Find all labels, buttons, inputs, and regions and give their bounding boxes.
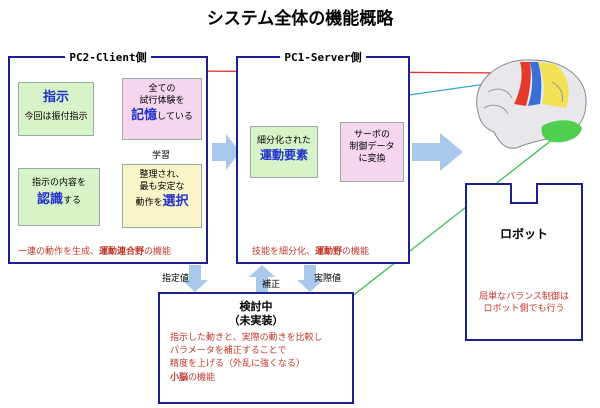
- arrow-correct-up: [249, 265, 275, 292]
- server-title: PC1-Server側: [280, 51, 366, 64]
- robot-box: ロボット 局単なバランス制御は ロボット側でも行う: [465, 183, 583, 341]
- review-bold: 小脳: [170, 373, 189, 383]
- select-box: 整理され、 最も安定な 動作を選択: [122, 164, 202, 228]
- recognize-big: 認識: [36, 192, 63, 208]
- server-caption: 技能を細分化、運動野の機能: [252, 247, 370, 257]
- select-big: 選択: [162, 194, 189, 210]
- element-big: 運動要素: [259, 148, 308, 163]
- review-line3: 精度を上げる（外乱に強くなる）: [170, 359, 306, 369]
- review-line2: パラメータを補正することで: [170, 346, 287, 356]
- learn-label: 学習: [152, 151, 171, 161]
- select-line3: 動作を: [135, 198, 163, 209]
- brain-icon: [476, 59, 587, 149]
- review-title1: 検討中: [239, 300, 273, 313]
- page-title: システム全体の機能概略: [206, 9, 394, 29]
- correct-label: 補正: [262, 280, 281, 290]
- command-label: 指定値: [162, 274, 190, 284]
- convert-line2: 制御データ: [349, 142, 395, 153]
- review-panel: 検討中 （未実装） 指示した動きと、実際の動きを比較し パラメータを補正すること…: [158, 292, 354, 404]
- arrow-command-down: [182, 265, 208, 292]
- client-panel: PC2-Client側 指示 今回は振付指示 全ての 試行体験を 記憶している …: [8, 51, 208, 264]
- instruct-box: 指示 今回は振付指示: [18, 82, 94, 136]
- convert-box: サーボの 制御データ に変換: [340, 122, 404, 182]
- robot-note2: ロボット側でも行う: [483, 304, 565, 314]
- review-line1: 指示した動きと、実際の動きを比較し: [170, 333, 323, 343]
- green-link: [329, 131, 563, 314]
- memory-big: 記憶: [131, 108, 158, 124]
- server-panel: PC1-Server側 細分化された 運動要素 サーボの 制御データ に変換 技…: [236, 51, 410, 264]
- arrow-server-to-robot: [412, 133, 463, 171]
- recognize-box: 指示の内容を 認識する: [18, 168, 100, 226]
- client-caption: 一連の動作を生成、運動連合野の機能: [18, 247, 172, 257]
- element-line1: 細分化された: [256, 136, 311, 146]
- convert-line1: サーボの: [353, 130, 390, 140]
- robot-label: ロボット: [499, 227, 548, 241]
- convert-line3: に変換: [358, 154, 386, 165]
- client-title: PC2-Client側: [65, 51, 151, 64]
- recognize-suffix: する: [63, 196, 82, 207]
- recognize-line1: 指示の内容を: [31, 178, 86, 188]
- memory-suffix: している: [157, 112, 193, 123]
- select-line2: 最も安定な: [139, 182, 185, 193]
- instruct-text: 今回は振付指示: [24, 111, 88, 122]
- robot-note1: 局単なバランス制御は: [479, 292, 569, 302]
- actual-label: 実際値: [314, 274, 342, 284]
- select-line1: 整理され、: [139, 170, 185, 180]
- arrow-actual-down: [297, 265, 323, 292]
- robot-outline: [465, 183, 583, 341]
- review-line4: 小脳の機能: [170, 370, 215, 383]
- memory-box: 全ての 試行体験を 記憶している: [122, 78, 202, 140]
- arrow-client-to-server: [212, 134, 240, 170]
- memory-line2: 試行体験を: [139, 96, 185, 107]
- instruct-heading: 指示: [42, 90, 69, 105]
- review-post: の機能: [188, 373, 216, 383]
- memory-line1: 全ての: [148, 84, 176, 94]
- element-box: 細分化された 運動要素: [250, 126, 318, 178]
- review-title2: （未実装）: [228, 314, 284, 327]
